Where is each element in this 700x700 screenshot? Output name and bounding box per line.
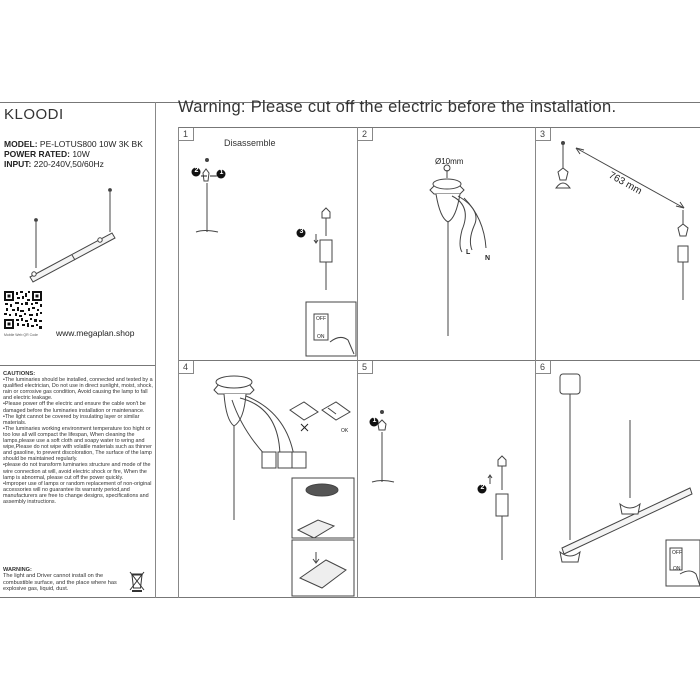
top-rule	[0, 102, 700, 103]
step-number: 3	[535, 128, 551, 141]
spec-input: INPUT: 220-240V,50/60Hz	[4, 159, 104, 169]
ok-label: OK	[341, 428, 349, 434]
wrong-mark-icon	[300, 423, 310, 433]
step1-title: Disassemble	[224, 138, 276, 148]
switch-off-label: OFF	[672, 550, 682, 556]
qr-code	[3, 290, 43, 330]
caution-item: •The luminaries should be installed, con…	[3, 377, 153, 402]
website-link[interactable]: www.megaplan.shop	[56, 328, 135, 338]
hole-diameter-label: Ø10mm	[435, 157, 464, 166]
spec-power-value: 10W	[72, 149, 90, 159]
warning-text: The light and Driver cannot install on t…	[3, 573, 117, 593]
wire-l-label: L	[466, 249, 471, 256]
qr-caption: Mobile Web QR Code	[4, 333, 38, 337]
grid-top-rule	[178, 127, 700, 128]
warning-heading: WARNING:	[3, 567, 32, 573]
spec-model: MODEL: PE-LOTUS800 10W 3K BK	[4, 139, 143, 149]
switch-off-label: OFF	[316, 316, 326, 322]
installation-warning: Warning: Please cut off the electric bef…	[178, 98, 617, 116]
spec-input-label: INPUT:	[4, 159, 32, 169]
caution-item: •The light cannot be covered by insulati…	[3, 413, 140, 426]
warning-block: WARNING: The light and Driver cannot ins…	[3, 567, 123, 593]
step-number: 6	[535, 361, 551, 374]
spec-input-value: 220-240V,50/60Hz	[33, 159, 104, 169]
callout-number: 1	[372, 417, 377, 424]
bin-disposal-icon	[128, 570, 146, 592]
cautions-heading: CAUTIONS:	[3, 371, 36, 377]
callout-number: 3	[299, 228, 304, 235]
cautions-block: CAUTIONS: •The luminaries should be inst…	[3, 371, 155, 505]
spec-power-label: POWER RATED:	[4, 149, 70, 159]
caution-item: •please do not transform luminaries stru…	[3, 462, 151, 481]
left-column-separator	[0, 365, 155, 366]
left-column-divider	[155, 102, 156, 598]
step-number: 2	[357, 128, 373, 141]
caution-item: •The luminaries working environment temp…	[3, 425, 152, 463]
callout-number: 2	[194, 167, 199, 174]
grid-divider-1	[357, 127, 358, 598]
bottom-rule	[0, 597, 700, 598]
step-number: 5	[357, 361, 373, 374]
switch-on-label: ON	[317, 334, 325, 340]
caution-item: •Improper use of lamps or random replace…	[3, 480, 152, 505]
wire-n-label: N	[485, 255, 491, 262]
spec-power: POWER RATED: 10W	[4, 149, 90, 159]
step-number: 4	[178, 361, 194, 374]
callout-number: 2	[480, 484, 485, 491]
caution-item: •Please power off the electric and ensur…	[3, 401, 146, 414]
brand-name: KLOODI	[4, 106, 64, 123]
step-number: 1	[178, 128, 194, 141]
spec-model-value: PE-LOTUS800 10W 3K BK	[39, 139, 143, 149]
switch-on-label: ON	[673, 566, 681, 572]
grid-divider-2	[535, 127, 536, 598]
callout-number: 1	[219, 169, 224, 176]
spec-model-label: MODEL:	[4, 139, 38, 149]
grid-middle-rule	[178, 360, 700, 361]
grid-left-rule	[178, 127, 179, 598]
